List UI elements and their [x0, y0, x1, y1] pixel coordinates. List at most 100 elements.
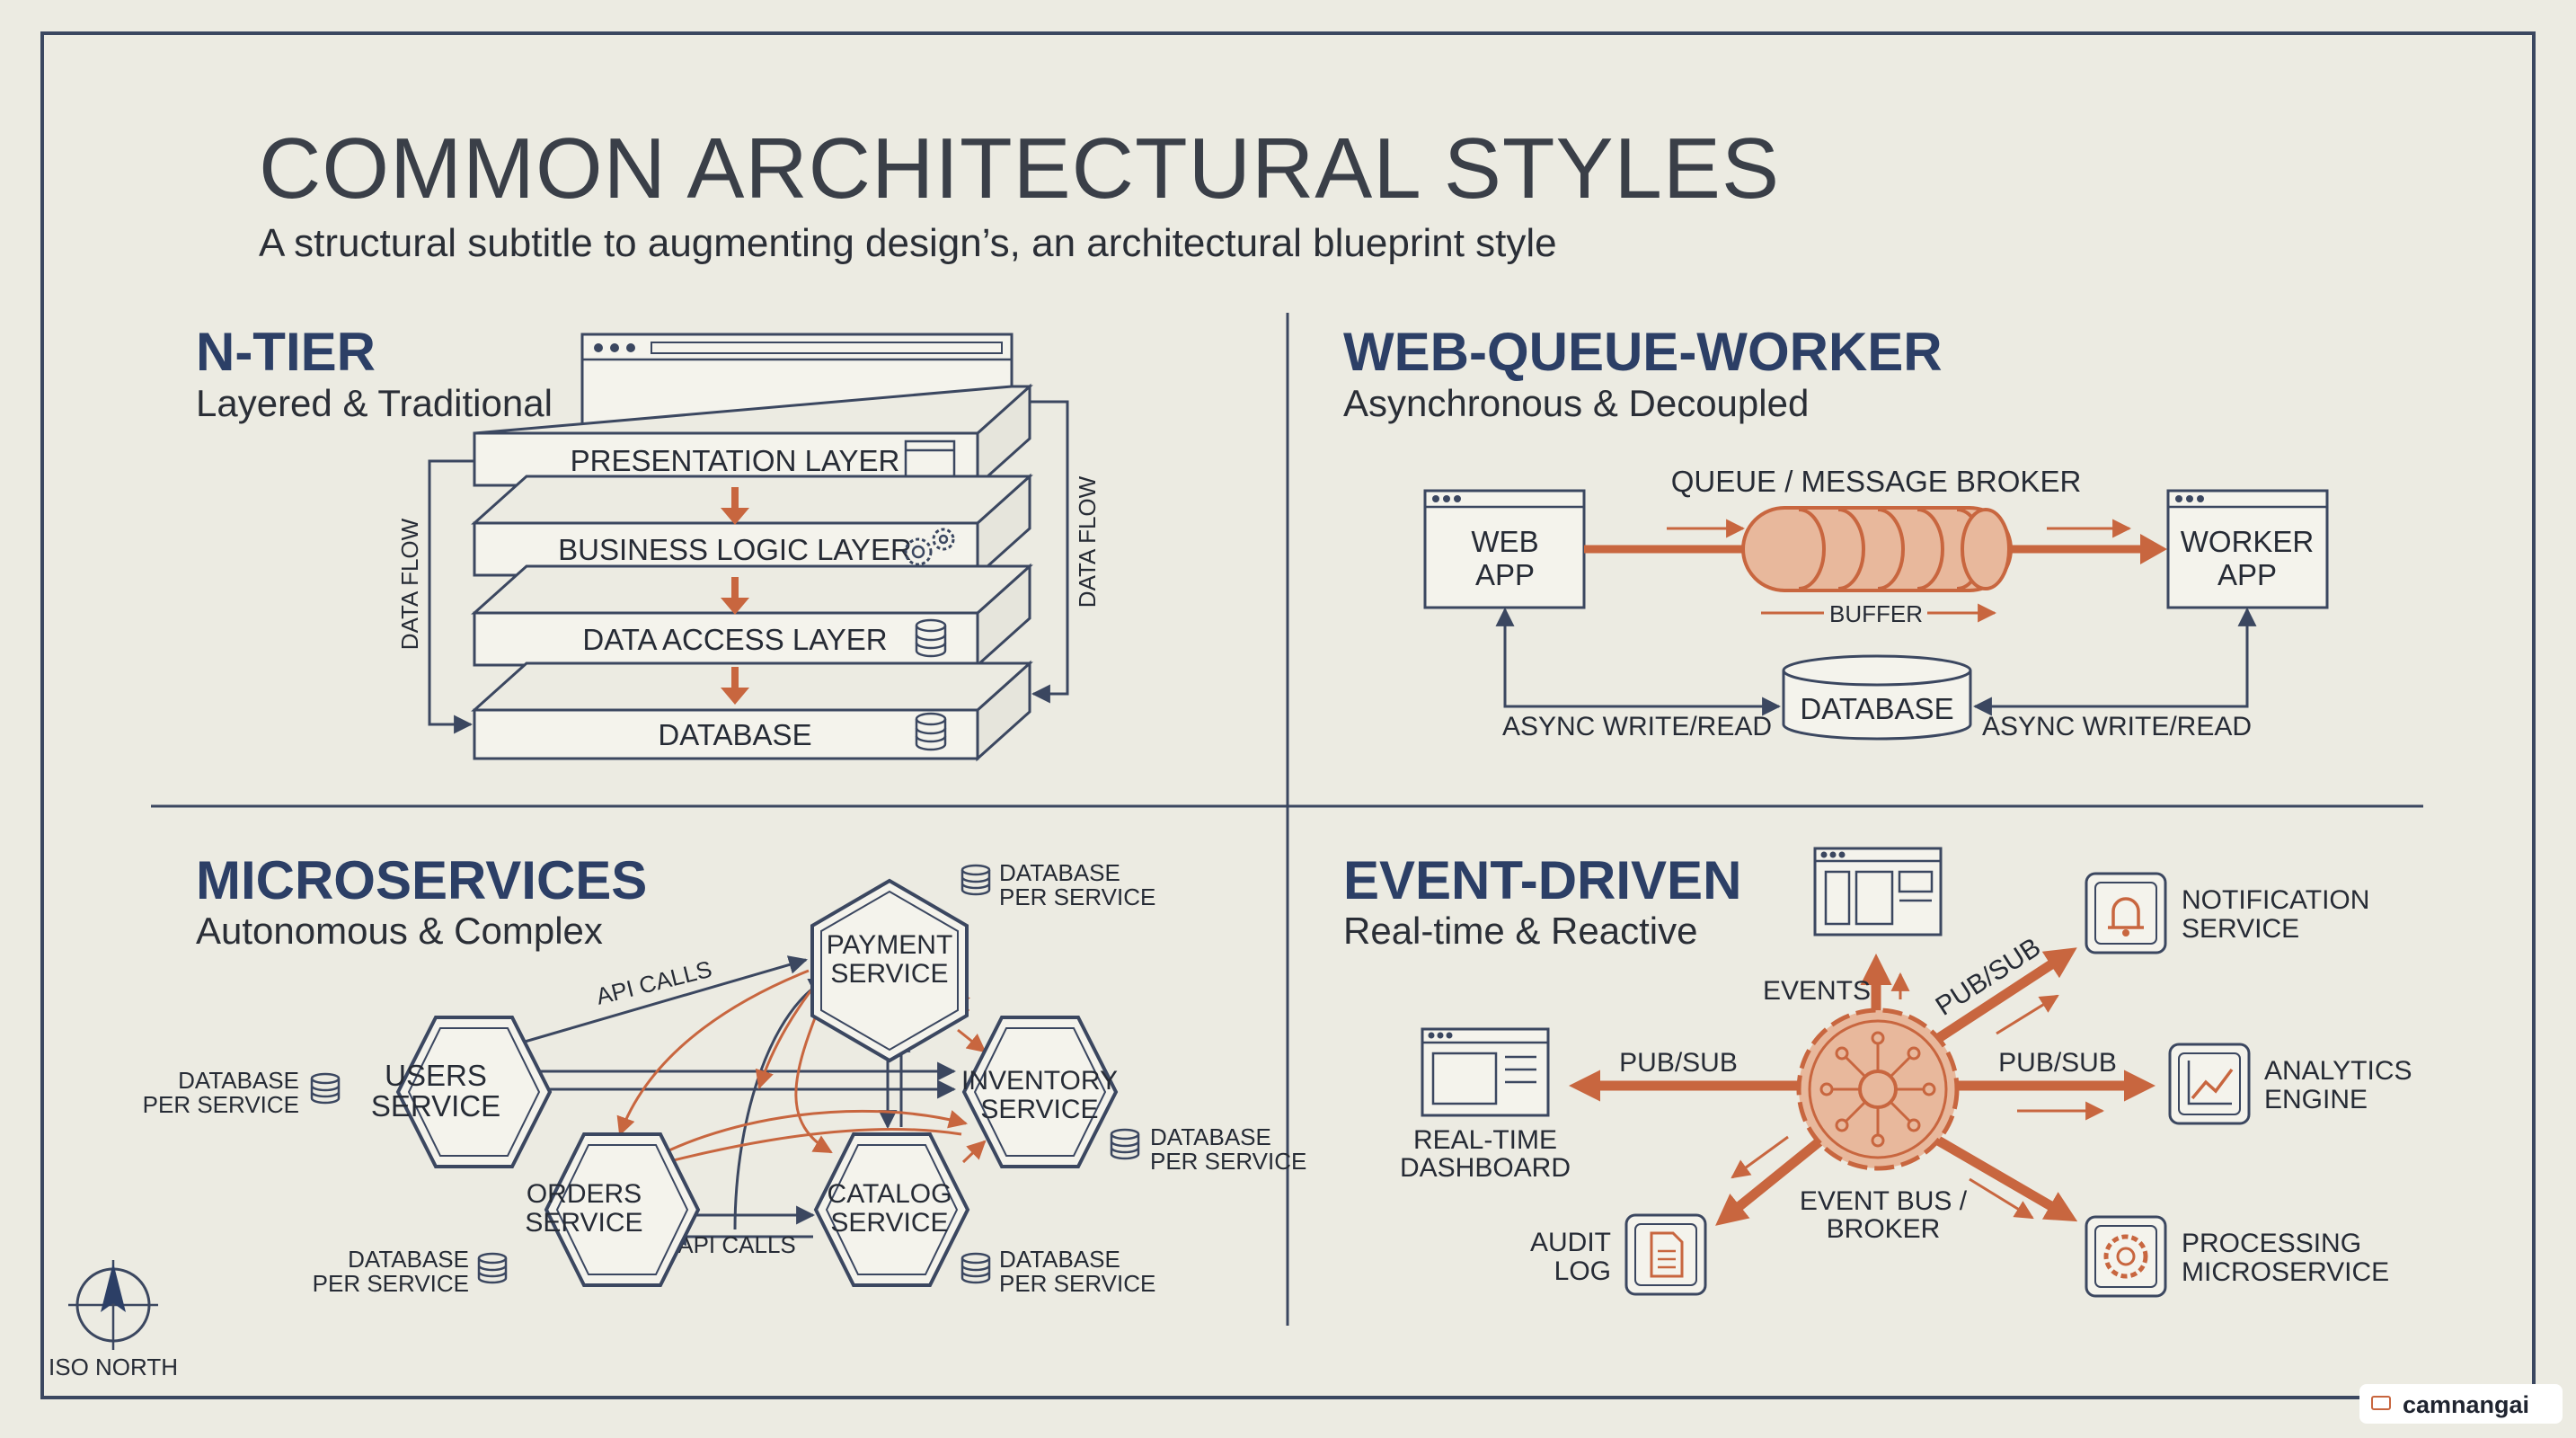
book-icon	[2371, 1396, 2391, 1410]
db-label-line2: PER SERVICE	[313, 1270, 469, 1297]
analytics-line1: ANALYTICS	[2264, 1056, 2412, 1086]
db-label-line2: PER SERVICE	[1150, 1148, 1306, 1175]
async-right-label: ASYNC WRITE/READ	[1982, 712, 2252, 741]
gear-icon	[2103, 1234, 2148, 1279]
event-section: EVENT-DRIVEN Real-time & Reactive	[1343, 847, 2412, 1298]
db-label-line1: DATABASE	[999, 859, 1120, 886]
processing-microservice-node: PROCESSING MICROSERVICE	[2085, 1215, 2389, 1298]
worker-app-label-line1: WORKER	[2181, 525, 2315, 558]
presentation-layer-label: PRESENTATION LAYER	[571, 444, 900, 477]
data-flow-label-left: DATA FLOW	[396, 518, 423, 650]
frame	[40, 31, 2536, 1399]
business-logic-layer-label: BUSINESS LOGIC LAYER	[558, 533, 912, 566]
watermark-badge: camnangai	[2359, 1384, 2563, 1424]
inventory-service-line2: SERVICE	[980, 1095, 1098, 1124]
wqw-database: DATABASE	[1782, 654, 1972, 741]
event-bus-line2: BROKER	[1827, 1214, 1941, 1244]
micro-section: MICROSERVICES Autonomous & Complex	[143, 850, 1307, 1297]
ntier-subtitle: Layered & Traditional	[196, 382, 553, 424]
db-label-line2: PER SERVICE	[999, 1270, 1155, 1297]
dashboard-label-line2: DASHBOARD	[1400, 1153, 1571, 1183]
database-layer: DATABASE	[471, 660, 1033, 762]
worker-app-db-connector	[1972, 607, 2257, 716]
analytics-line2: ENGINE	[2264, 1085, 2368, 1114]
data-access-layer-label: DATA ACCESS LAYER	[582, 623, 887, 656]
right-data-flow-arrow	[1030, 400, 1069, 704]
micro-title: MICROSERVICES	[196, 850, 647, 910]
queue-label: QUEUE / MESSAGE BROKER	[1671, 465, 2082, 498]
web-app-box: WEB APP	[1423, 489, 1586, 609]
page-subtitle: A structural subtitle to augmenting desi…	[259, 221, 1557, 265]
payment-service-line2: SERVICE	[830, 959, 948, 989]
dashboard-window-icon	[1421, 1027, 1550, 1117]
db-label-line1: DATABASE	[1150, 1123, 1271, 1150]
wqw-section: WEB-QUEUE-WORKER Asynchronous & Decouple…	[1343, 322, 2329, 741]
db-per-service-users: DATABASE PER SERVICE	[143, 1067, 341, 1118]
db-per-service-orders: DATABASE PER SERVICE	[313, 1246, 508, 1297]
business-logic-layer: BUSINESS LOGIC LAYER	[471, 473, 1033, 579]
compass-label: ISO NORTH	[49, 1354, 178, 1380]
database-icon	[477, 1252, 508, 1284]
layer-arrows	[721, 487, 749, 705]
event-hint-arrows	[1731, 972, 2105, 1220]
database-icon	[1110, 1128, 1140, 1160]
users-service-node: USERS SERVICE	[371, 1016, 553, 1168]
message-queue-cylinder	[1741, 506, 2013, 592]
hub-network-icon	[1819, 1031, 1936, 1148]
pubsub-right-label: PUB/SUB	[1998, 1048, 2117, 1078]
bell-icon	[2108, 897, 2144, 929]
micro-subtitle: Autonomous & Complex	[196, 910, 603, 952]
api-calls-top-label: API CALLS	[593, 955, 714, 1010]
event-arrows	[1568, 947, 2156, 1226]
ntier-section: N-TIER Layered & Traditional PRESENTATIO…	[196, 322, 1101, 762]
inventory-service-node: INVENTORY SERVICE	[961, 1016, 1119, 1168]
database-icon	[960, 864, 991, 896]
users-service-line2: SERVICE	[371, 1089, 500, 1123]
buffer-label: BUFFER	[1829, 600, 1923, 627]
analytics-engine-node: ANALYTICS ENGINE	[2168, 1043, 2412, 1125]
api-calls-bottom-label: API CALLS	[677, 1231, 796, 1258]
db-label-line2: PER SERVICE	[143, 1091, 299, 1118]
worker-app-label-line2: APP	[2217, 558, 2277, 591]
wqw-database-label: DATABASE	[1800, 692, 1953, 725]
page-title: COMMON ARCHITECTURAL STYLES	[259, 120, 1780, 217]
inventory-service-line1: INVENTORY	[961, 1066, 1118, 1096]
audit-line1: AUDIT	[1530, 1228, 1611, 1257]
async-left-label: ASYNC WRITE/READ	[1502, 712, 1772, 741]
catalog-service-line2: SERVICE	[830, 1208, 948, 1238]
db-per-service-inventory: DATABASE PER SERVICE	[1110, 1123, 1306, 1175]
worker-app-box: WORKER APP	[2166, 489, 2329, 609]
orders-service-line1: ORDERS	[527, 1179, 642, 1209]
wqw-title: WEB-QUEUE-WORKER	[1343, 322, 1943, 382]
events-label: EVENTS	[1763, 976, 1871, 1006]
db-label-line1: DATABASE	[999, 1246, 1120, 1273]
database-icon	[310, 1072, 341, 1105]
data-access-layer: DATA ACCESS LAYER	[471, 563, 1033, 669]
event-subtitle: Real-time & Reactive	[1343, 910, 1697, 952]
event-title: EVENT-DRIVEN	[1343, 850, 1741, 910]
event-bus-hub	[1796, 1007, 1960, 1171]
web-app-label-line2: APP	[1475, 558, 1535, 591]
orders-service-node: ORDERS SERVICE	[525, 1132, 701, 1287]
database-icon	[915, 618, 947, 658]
line-chart-icon	[2191, 1068, 2234, 1100]
database-layer-label: DATABASE	[658, 718, 811, 751]
db-label-line2: PER SERVICE	[999, 883, 1155, 910]
database-icon	[915, 712, 947, 751]
payment-service-line1: PAYMENT	[827, 930, 953, 960]
notification-line2: SERVICE	[2182, 914, 2299, 944]
payment-service-node: PAYMENT SERVICE	[810, 878, 969, 1063]
notification-line1: NOTIFICATION	[2182, 885, 2369, 915]
db-per-service-payment: DATABASE PER SERVICE	[960, 859, 1155, 910]
data-flow-label-right: DATA FLOW	[1074, 475, 1101, 608]
pubsub-left-label: PUB/SUB	[1619, 1048, 1738, 1078]
processing-line2: MICROSERVICE	[2182, 1257, 2389, 1287]
web-app-db-connector	[1495, 607, 1782, 716]
processing-line1: PROCESSING	[2182, 1229, 2361, 1258]
worker-arrowhead	[2140, 534, 2167, 564]
catalog-service-node: CATALOG SERVICE	[813, 1132, 970, 1287]
left-data-flow-arrow	[428, 459, 474, 734]
watermark-text: camnangai	[2403, 1391, 2529, 1418]
compass-icon	[68, 1260, 158, 1350]
notification-service-node: NOTIFICATION SERVICE	[2085, 872, 2369, 954]
